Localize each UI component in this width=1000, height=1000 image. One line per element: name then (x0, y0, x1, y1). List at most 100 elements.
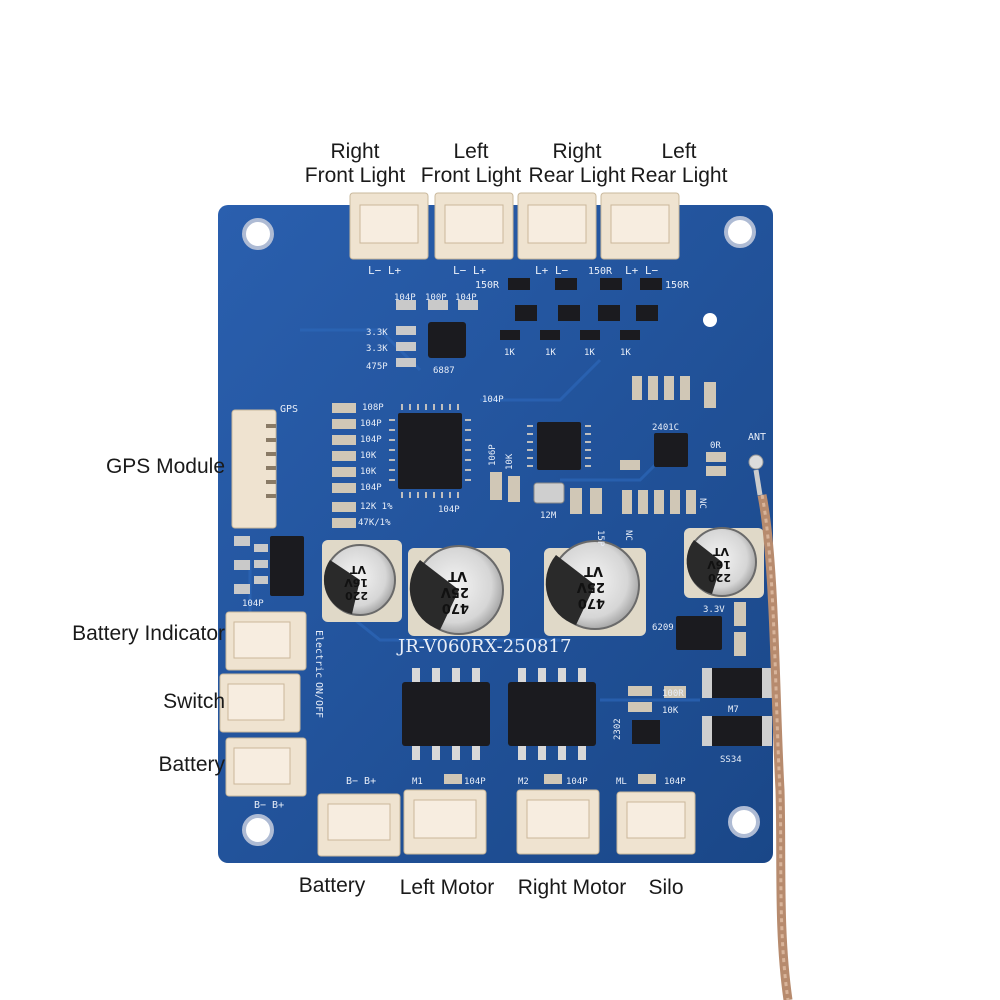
silk-104p: 104P (394, 293, 416, 303)
cap-label: VT (349, 563, 366, 576)
capacitor-470-left (408, 545, 510, 636)
silk-10k: 10K (360, 467, 377, 477)
silkscreen-labels: L− L+ L− L+ L+ L− L+ L− 150R 150R 150R 1… (242, 264, 766, 811)
silk-3k3: 3.3K (366, 328, 388, 338)
silk-6209: 6209 (652, 623, 674, 633)
silk-15p: 15P (595, 530, 605, 547)
silk-108p: 108P (362, 403, 384, 413)
silk-475p: 475P (366, 362, 388, 372)
cap-label: VT (448, 568, 467, 583)
callout-switch: Switch (163, 690, 225, 713)
silk-pins: L− L+ (453, 264, 486, 277)
silk-pins: L+ L− (625, 264, 658, 277)
cap-label: VT (584, 563, 603, 578)
mounting-hole (728, 806, 760, 838)
silk-104p: 104P (438, 505, 460, 515)
cap-label: 16V (707, 558, 731, 571)
silk-104p: 104P (360, 419, 382, 429)
capacitor-220-left (322, 540, 402, 622)
silk-12m: 12M (540, 511, 557, 521)
callout-battery-left: Battery (158, 753, 225, 776)
silk-2401c: 2401C (652, 423, 679, 433)
silk-ss34: SS34 (720, 755, 742, 765)
mounting-hole (724, 216, 756, 248)
callout-line: Right (552, 140, 602, 163)
silk-10k: 10K (662, 706, 679, 716)
silk-pins: L− L+ (368, 264, 401, 277)
silk-104p: 104P (360, 483, 382, 493)
callout-line: Right (330, 140, 380, 163)
mcu-chip (398, 413, 462, 489)
silk-ml: ML (616, 777, 627, 787)
cap-label: 25V (441, 584, 469, 599)
silk-nc: NC (623, 530, 633, 541)
silk-electric: Electric (313, 630, 324, 678)
callout-silo: Silo (648, 876, 684, 899)
mounting-hole (242, 814, 274, 846)
cap-label: 220 (708, 571, 731, 584)
callout-left-rear-light: Left Rear Light (624, 140, 734, 188)
silk-33v: 3.3V (703, 605, 725, 615)
silk-2302: 2302 (613, 718, 623, 740)
silk-12k: 12K 1% (360, 502, 393, 512)
silk-104p: 104P (566, 777, 588, 787)
callout-line: Front Light (420, 164, 522, 187)
mosfet-2302 (632, 720, 660, 744)
top-connectors (349, 192, 680, 260)
callout-line: Left (661, 140, 697, 163)
silk-100r: 100R (662, 689, 684, 699)
regulator-6209 (676, 616, 722, 650)
callout-battery-indicator: Battery Indicator (72, 622, 225, 645)
silk-104p: 104P (482, 395, 504, 405)
chip-6887 (428, 322, 466, 358)
silk-150r: 150R (475, 280, 500, 291)
silk-1k: 1K (545, 348, 556, 358)
cap-label: 470 (442, 600, 469, 615)
silk-10k: 10K (505, 453, 515, 470)
diode-m7 (702, 668, 772, 698)
silk-3k3: 3.3K (366, 344, 388, 354)
silk-104p: 104P (360, 435, 382, 445)
voltage-regulator (270, 536, 304, 596)
callout-line: Rear Light (528, 164, 626, 187)
capacitor-220-right (684, 527, 764, 598)
callout-line: Left (453, 140, 489, 163)
board-model-label: JR-V060RX-250817 (396, 636, 571, 657)
cap-label: 25V (577, 579, 605, 594)
callout-right-motor: Right Motor (517, 876, 627, 899)
callout-battery-bottom: Battery (298, 874, 366, 897)
cap-label: 220 (345, 589, 368, 602)
diode-ss34 (702, 716, 772, 746)
silk-ant: ANT (748, 432, 766, 443)
callout-gps-module: GPS Module (105, 455, 225, 478)
silk-m1: M1 (412, 777, 423, 787)
callout-right-front-light: Right Front Light (300, 140, 410, 188)
silk-m2: M2 (518, 777, 529, 787)
callout-right-rear-light: Right Rear Light (522, 140, 632, 188)
silk-onoff: ON/OFF (313, 682, 324, 718)
silk-batt-top: B− B+ (346, 776, 376, 787)
antenna-wire (748, 454, 793, 1000)
capacitor-470-right (544, 540, 646, 636)
callout-line: Front Light (304, 164, 406, 187)
motor-driver-right (508, 668, 596, 760)
cap-label: 470 (578, 595, 605, 610)
silk-batt-left: B− B+ (254, 800, 284, 811)
callout-left-motor: Left Motor (399, 876, 495, 899)
silk-6887: 6887 (433, 366, 455, 376)
silk-1k: 1K (504, 348, 515, 358)
silk-100p: 100P (425, 293, 447, 303)
silk-150r: 150R (665, 280, 690, 291)
silk-10k: 10K (360, 451, 377, 461)
silk-104p: 104P (664, 777, 686, 787)
radio-chip (537, 422, 581, 470)
silk-47k: 47K/1% (358, 518, 391, 528)
silk-1k: 1K (620, 348, 631, 358)
motor-driver-left (402, 668, 490, 760)
callout-line: Rear Light (630, 164, 728, 187)
silk-nc: NC (697, 498, 707, 509)
silk-1k: 1K (584, 348, 595, 358)
cap-label: VT (712, 545, 729, 558)
crystal-12m (533, 482, 565, 504)
